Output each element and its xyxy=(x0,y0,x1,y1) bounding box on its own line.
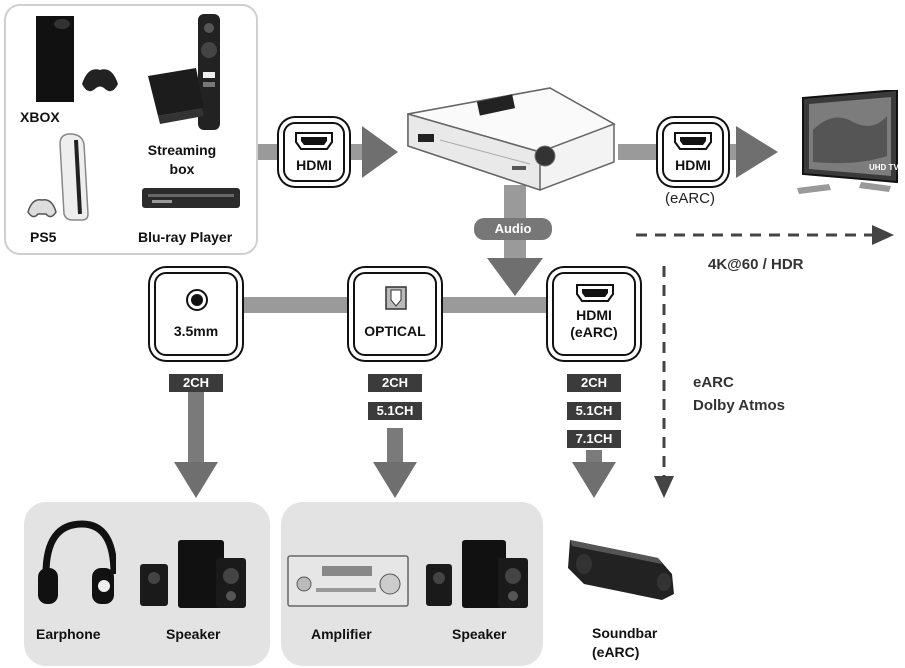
output-hdmi-label: HDMI xyxy=(675,157,711,173)
hdmi-icon xyxy=(674,132,712,150)
earc-dashed-arrowhead xyxy=(654,476,674,498)
earc-note-line1: eARC xyxy=(693,374,734,391)
input-hdmi-port: HDMI xyxy=(283,122,345,182)
headphone-jack-icon xyxy=(186,289,208,311)
video-dashed-arrowhead xyxy=(872,225,894,245)
optical-port-icon xyxy=(385,286,407,310)
down-arrowhead-3 xyxy=(572,462,616,498)
earc-note-line2: Dolby Atmos xyxy=(693,397,785,414)
down-arrowhead-2 xyxy=(373,462,417,498)
video-spec-text: 4K@60 / HDR xyxy=(708,256,804,273)
ps5-console-image xyxy=(27,133,89,221)
audio-pill: Audio xyxy=(474,218,552,240)
audio-extractor-device-image xyxy=(407,87,616,192)
port-optical: OPTICAL xyxy=(353,272,437,356)
streaming-label: Streaming box xyxy=(147,142,217,177)
port-hdmi-earc-label: HDMI (eARC) xyxy=(570,307,618,340)
tag-3-5mm-2ch: 2CH xyxy=(169,374,223,392)
tag-hdmi-7-1ch: 7.1CH xyxy=(567,430,621,448)
speaker1-label: Speaker xyxy=(166,626,221,642)
speaker-image-1 xyxy=(140,540,246,608)
output-hdmi-port: HDMI xyxy=(662,122,724,182)
port-hdmi-earc: HDMI (eARC) xyxy=(552,272,636,356)
bluray-player-image xyxy=(142,188,240,208)
speaker-image-2 xyxy=(426,540,528,608)
earphone-image xyxy=(38,520,116,604)
arrow-to-tv xyxy=(736,126,778,178)
hdmi-icon xyxy=(576,284,614,302)
tag-hdmi-2ch: 2CH xyxy=(567,374,621,392)
port-optical-label: OPTICAL xyxy=(364,323,426,339)
ps5-label: PS5 xyxy=(30,229,57,245)
audio-down-arrowhead xyxy=(487,258,543,296)
tv-image: UHD TV xyxy=(797,90,899,194)
input-hdmi-label: HDMI xyxy=(296,157,332,173)
streaming-box-image xyxy=(148,14,220,130)
tag-optical-2ch: 2CH xyxy=(368,374,422,392)
earphone-label: Earphone xyxy=(36,626,101,642)
port-3-5mm-label: 3.5mm xyxy=(173,323,219,339)
speaker2-label: Speaker xyxy=(452,626,507,642)
svg-text:UHD TV: UHD TV xyxy=(869,163,899,172)
tag-hdmi-5-1ch: 5.1CH xyxy=(567,402,621,420)
tag-optical-5-1ch: 5.1CH xyxy=(368,402,422,420)
amplifier-label: Amplifier xyxy=(311,626,372,642)
port-3-5mm: 3.5mm xyxy=(154,272,238,356)
down-arrowhead-1 xyxy=(174,462,218,498)
down-shaft-2 xyxy=(387,428,403,466)
output-earc-sub: (eARC) xyxy=(665,190,716,207)
soundbar-image xyxy=(568,540,674,600)
xbox-console-image xyxy=(36,16,118,102)
bluray-label: Blu-ray Player xyxy=(138,229,233,245)
hdmi-icon xyxy=(295,132,333,150)
xbox-label: XBOX xyxy=(20,109,60,125)
down-shaft-1 xyxy=(188,388,204,466)
arrow-to-switch xyxy=(362,126,398,178)
soundbar-label: Soundbar (eARC) xyxy=(592,625,658,660)
amplifier-image xyxy=(287,555,409,607)
